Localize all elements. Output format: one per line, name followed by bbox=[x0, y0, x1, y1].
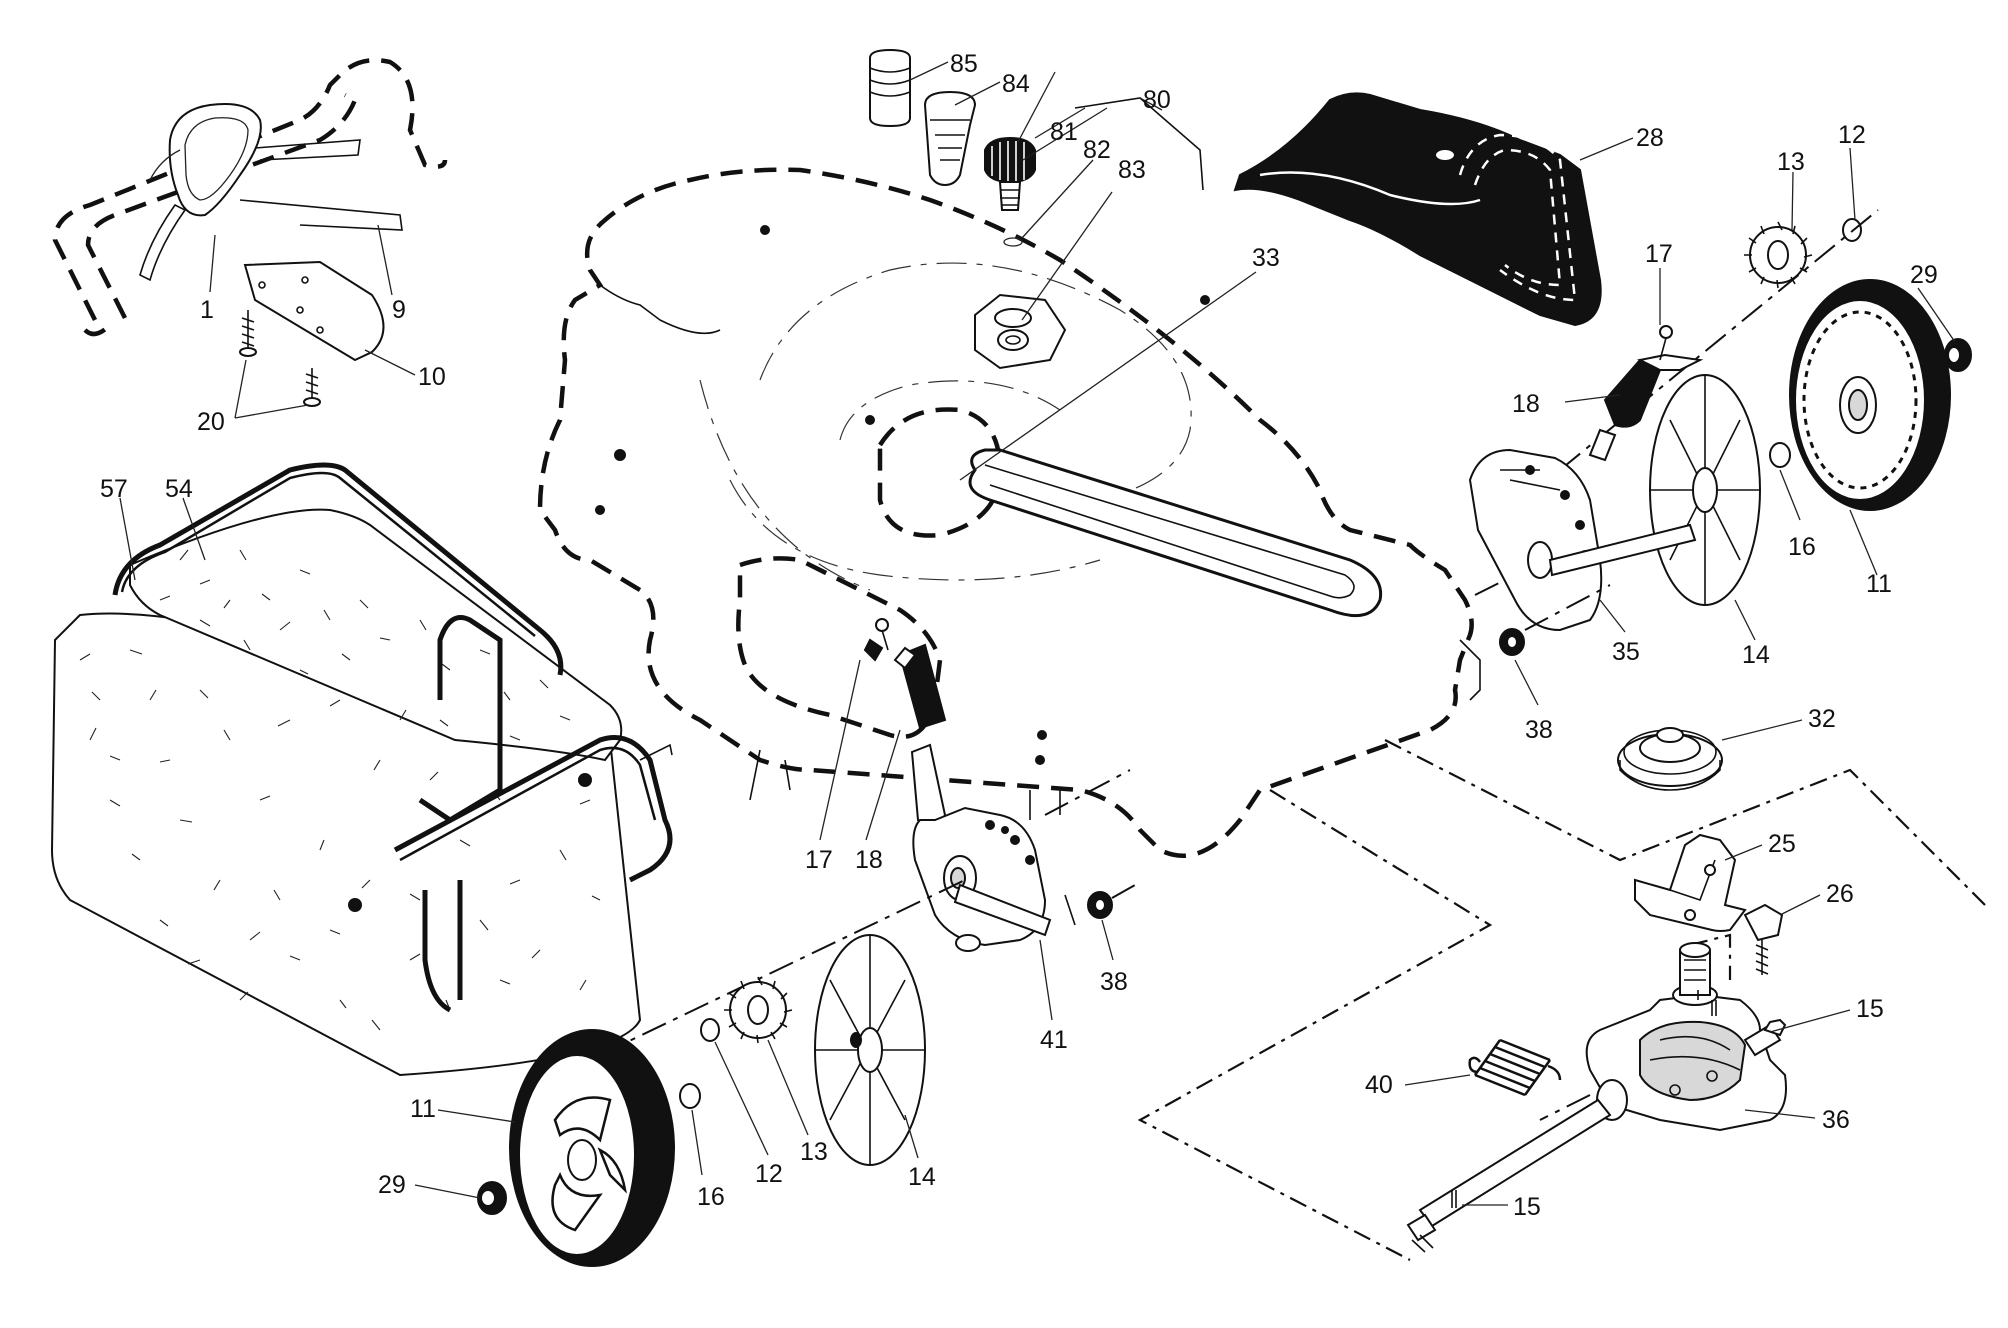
callout-33: 33 bbox=[1252, 244, 1280, 272]
callout-29-right: 29 bbox=[1910, 261, 1938, 289]
mounting-bracket bbox=[1634, 833, 1747, 932]
callout-80: 80 bbox=[1143, 86, 1171, 114]
height-lever-right bbox=[1603, 325, 1704, 428]
callout-13-right: 13 bbox=[1777, 148, 1805, 176]
callout-15-right: 15 bbox=[1856, 995, 1884, 1023]
front-wheel-left bbox=[509, 1029, 675, 1267]
callout-17-right: 17 bbox=[1645, 240, 1673, 268]
mounting-plate bbox=[243, 260, 385, 362]
height-adjuster-left bbox=[910, 743, 1052, 952]
callout-38-right: 38 bbox=[1525, 716, 1553, 744]
spring bbox=[1468, 1038, 1562, 1097]
transmission-callout-box bbox=[1137, 739, 1986, 1261]
control-housing bbox=[139, 103, 361, 282]
handle-assembly bbox=[52, 57, 448, 419]
wheel-nut-right bbox=[1944, 338, 1972, 372]
right-wheel-assembly bbox=[1468, 147, 1972, 706]
callout-18-right: 18 bbox=[1512, 390, 1540, 418]
callout-41: 41 bbox=[1040, 1026, 1068, 1054]
callout-83: 83 bbox=[1118, 156, 1146, 184]
drive-pulley bbox=[1617, 727, 1723, 791]
wheel-cover-left bbox=[814, 934, 926, 1166]
wheel-cover-right bbox=[1649, 374, 1761, 606]
callout-28: 28 bbox=[1636, 124, 1664, 152]
screws bbox=[239, 310, 321, 407]
callout-57: 57 bbox=[100, 475, 128, 503]
retaining-ring-left bbox=[700, 1018, 720, 1042]
callout-25: 25 bbox=[1768, 830, 1796, 858]
height-lever-left bbox=[863, 618, 947, 730]
callout-20: 20 bbox=[197, 408, 225, 436]
callout-16-right: 16 bbox=[1788, 533, 1816, 561]
bag-frame bbox=[112, 462, 673, 1013]
hex-nut-left bbox=[1087, 891, 1113, 919]
callout-85: 85 bbox=[950, 50, 978, 78]
drive-gear-right bbox=[1744, 221, 1813, 289]
callout-15-left: 15 bbox=[1513, 1193, 1541, 1221]
callout-11-right: 11 bbox=[1866, 570, 1892, 598]
callout-82: 82 bbox=[1083, 136, 1111, 164]
callout-81: 81 bbox=[1050, 118, 1078, 146]
callout-29-left: 29 bbox=[378, 1171, 406, 1199]
left-wheel-assembly bbox=[414, 618, 1136, 1267]
callout-36: 36 bbox=[1822, 1106, 1850, 1134]
callout-11-left: 11 bbox=[410, 1095, 436, 1123]
spark-plug-parts bbox=[869, 48, 1086, 211]
callout-12-left: 12 bbox=[755, 1160, 783, 1188]
bag-texture bbox=[79, 549, 601, 1031]
callout-14-left: 14 bbox=[908, 1163, 936, 1191]
callout-35: 35 bbox=[1612, 638, 1640, 666]
grass-catcher bbox=[50, 462, 673, 1077]
callout-17-left: 17 bbox=[805, 846, 833, 874]
callout-16-left: 16 bbox=[697, 1183, 725, 1211]
mower-deck bbox=[537, 167, 1481, 858]
callout-32: 32 bbox=[1808, 705, 1836, 733]
callout-1: 1 bbox=[200, 296, 214, 324]
callout-bracket-80 bbox=[1074, 97, 1204, 191]
callout-84: 84 bbox=[1002, 70, 1030, 98]
callout-38-left: 38 bbox=[1100, 968, 1128, 996]
operator-bail bbox=[239, 199, 403, 231]
blade-adapter bbox=[974, 237, 1067, 370]
callout-9: 9 bbox=[392, 296, 406, 324]
hex-nut-right bbox=[1499, 628, 1525, 656]
rear-flap bbox=[1233, 92, 1602, 327]
washer-right bbox=[1769, 442, 1791, 468]
rear-wheel-right bbox=[1789, 279, 1951, 511]
callout-10: 10 bbox=[418, 363, 446, 391]
washer-left bbox=[679, 1083, 701, 1109]
callout-54: 54 bbox=[165, 475, 193, 503]
callout-40: 40 bbox=[1365, 1071, 1393, 1099]
bolt bbox=[1743, 903, 1784, 975]
wheel-nut-left bbox=[477, 1181, 507, 1215]
callout-14-right: 14 bbox=[1742, 641, 1770, 669]
drive-belt bbox=[968, 448, 1383, 618]
callout-12-right: 12 bbox=[1838, 121, 1866, 149]
callout-18-left: 18 bbox=[855, 846, 883, 874]
callout-26: 26 bbox=[1826, 880, 1854, 908]
callout-labels: 1 9 10 20 57 54 85 84 80 81 82 83 33 28 … bbox=[100, 50, 1938, 1221]
callout-13-left: 13 bbox=[800, 1138, 828, 1166]
height-adjuster-right bbox=[1468, 428, 1697, 632]
transmission bbox=[1406, 942, 1787, 1253]
drive-gear-left bbox=[724, 976, 793, 1044]
